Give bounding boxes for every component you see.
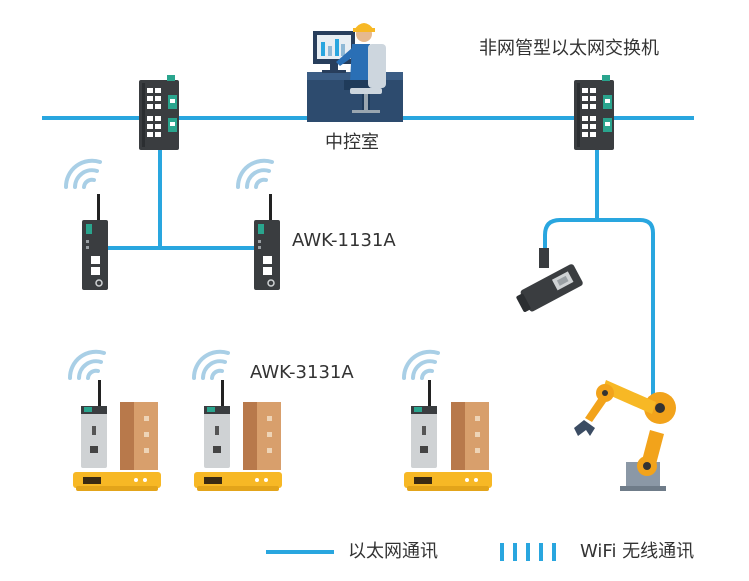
legend-wifi-label: WiFi 无线通讯: [580, 541, 695, 562]
robot-arm-icon: [574, 380, 676, 491]
cargo-box-icon: [120, 402, 158, 470]
switch-icon: [139, 75, 179, 150]
wifi-icon: [235, 158, 274, 189]
agv-cart-icon: [194, 472, 282, 491]
legend-wifi-swatch: [500, 543, 556, 561]
camera-icon: [516, 248, 583, 312]
switch-label: 非网管型以太网交换机: [479, 38, 659, 59]
legend-ethernet-label: 以太网通讯: [348, 541, 438, 562]
control-room-label: 中控室: [325, 132, 379, 153]
ethernet-links: [42, 116, 694, 398]
operator-icon: [307, 23, 403, 122]
cargo-box-icon: [243, 402, 281, 470]
client-device-icon: [204, 380, 230, 468]
agv-cart-icon: [404, 472, 492, 491]
access-point-icon: [253, 193, 281, 291]
wifi-icon: [67, 349, 106, 380]
wifi-icon: [191, 349, 230, 380]
switch-icon: [574, 75, 614, 150]
wifi-icon: [401, 349, 440, 380]
client-device-icon: [81, 380, 107, 468]
agv-cart-icon: [73, 472, 161, 491]
cargo-box-icon: [451, 402, 489, 470]
access-point-label: AWK-1131A: [292, 230, 396, 251]
access-point-icon: [81, 193, 109, 291]
wifi-icon: [63, 158, 102, 189]
client-label: AWK-3131A: [250, 362, 354, 383]
client-device-icon: [411, 380, 437, 468]
